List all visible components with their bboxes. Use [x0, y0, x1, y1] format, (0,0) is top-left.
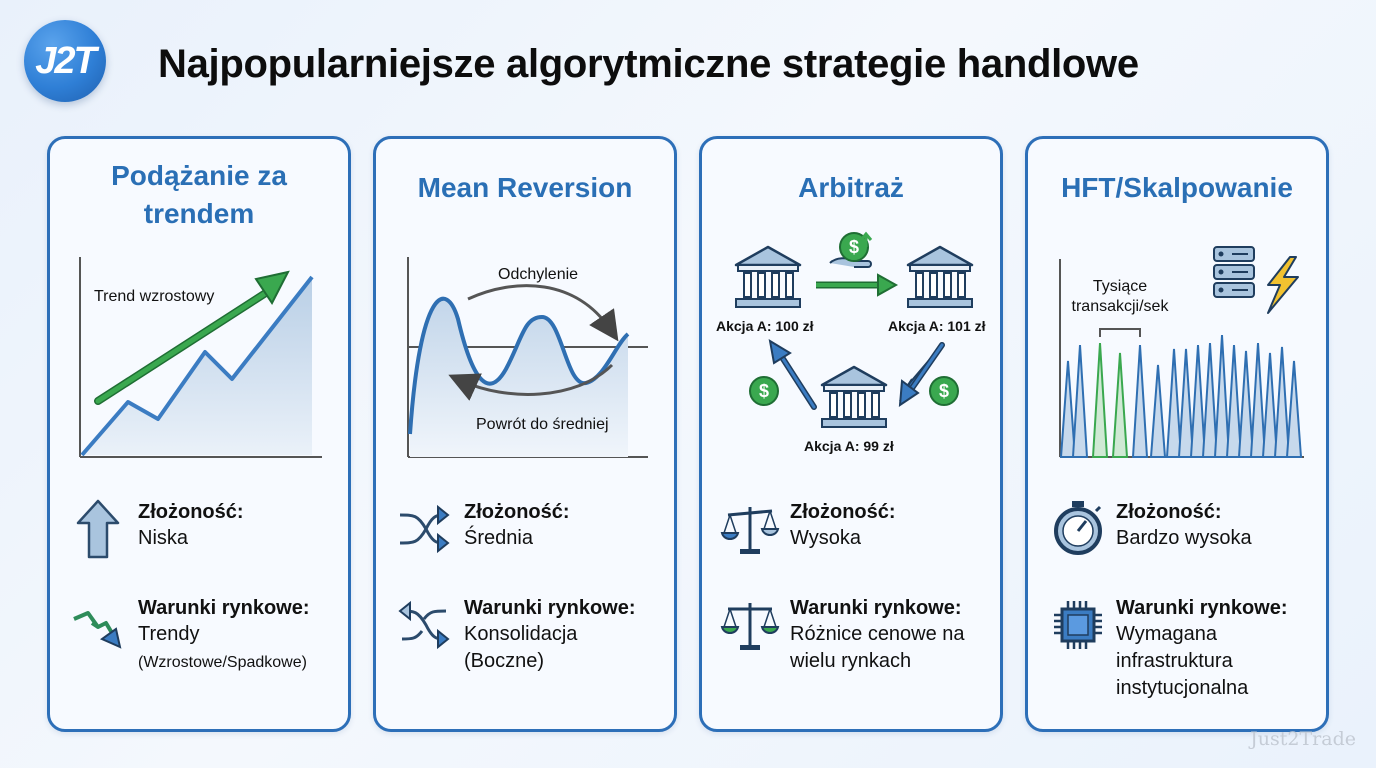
page-title: Najpopularniejsze algorytmiczne strategi… — [158, 42, 1139, 86]
complexity-row: Złożoność: Bardzo wysoka — [1028, 499, 1326, 589]
complexity-label: Złożoność: — [138, 501, 244, 523]
complexity-value: Wysoka — [790, 527, 861, 549]
complexity-row: Złożoność: Niska — [50, 499, 348, 589]
conditions-row: Warunki rynkowe: Wymagana infrastruktura… — [1028, 595, 1326, 699]
conditions-value-line2: (Wzrostowe/Spadkowe) — [138, 654, 307, 671]
complexity-label: Złożoność: — [464, 501, 570, 523]
dollar-coin-icon — [749, 376, 779, 406]
trade-spike — [1225, 344, 1243, 458]
complexity-value: Bardzo wysoka — [1116, 527, 1252, 549]
card-mean-reversion: Mean Reversion Odchylenie Powrót do śred… — [373, 136, 677, 732]
deviation-arrow — [467, 284, 619, 342]
hand-money-icon — [829, 231, 873, 268]
price-line — [80, 275, 314, 457]
trades-label-line1: Tysiące — [1093, 278, 1147, 295]
arrow-up-icon — [76, 499, 120, 559]
card-title-line1: Podążanie za — [111, 160, 287, 191]
price-left: Akcja A: 100 zł — [716, 318, 814, 334]
trade-spike — [1165, 348, 1183, 458]
conditions-label: Warunki rynkowe: — [138, 597, 310, 619]
card-arbitrage: Arbitraż $ Akcja A: 100 zł Akcja A: 101 … — [699, 136, 1003, 732]
balance-scale-icon — [720, 507, 780, 554]
trades-label-line2: transakcji/sek — [1072, 298, 1170, 315]
balance-scale-icon — [720, 603, 780, 650]
reversion-arrow — [448, 363, 614, 401]
conditions-value-line1: Konsolidacja — [464, 623, 578, 645]
conditions-value-line2: wielu rynkach — [790, 650, 912, 672]
conditions-value-line1: Trendy — [138, 623, 200, 645]
hft-chart: Tysiące transakcji/sek — [1059, 246, 1304, 458]
card-title: Arbitraż — [798, 172, 904, 203]
conditions-label: Warunki rynkowe: — [790, 597, 962, 619]
bank-icon — [906, 245, 974, 309]
price-right: Akcja A: 101 zł — [888, 318, 986, 334]
trend-arrow-shaft — [95, 284, 278, 404]
trend-chart: Trend wzrostowy — [79, 257, 322, 458]
conditions-row: Warunki rynkowe: Różnice cenowe na wielu… — [702, 595, 1000, 685]
trade-spike — [1111, 352, 1129, 458]
price-bottom: Akcja A: 99 zł — [804, 438, 894, 454]
trade-spike — [1273, 346, 1291, 458]
trade-spike — [1213, 334, 1231, 458]
trade-spike — [1189, 344, 1207, 458]
trade-spike — [1149, 364, 1167, 458]
trade-spike — [1091, 342, 1109, 458]
trade-spike — [1249, 342, 1267, 458]
trend-label: Trend wzrostowy — [94, 288, 214, 305]
card-hft-scalping: HFT/Skalpowanie Tysiące transakcji/sek Z… — [1025, 136, 1329, 732]
card-title-line2: trendem — [143, 198, 255, 229]
zigzag-down-arrow-icon — [73, 611, 122, 649]
card-title: Podążanie za trendem — [50, 157, 348, 233]
conditions-value-line2: infrastruktura — [1116, 650, 1233, 672]
dollar-coin-icon — [929, 376, 959, 406]
price-area — [410, 298, 628, 457]
trade-spike — [1177, 348, 1195, 458]
trade-spike — [1261, 352, 1279, 458]
trade-spikes — [1059, 334, 1303, 458]
trade-spike — [1071, 344, 1089, 458]
stopwatch-icon — [1054, 501, 1102, 555]
bracket — [1099, 328, 1141, 337]
card-trend-following: Podążanie za trendem Trend wzrostowy Zło… — [47, 136, 351, 732]
watermark: Just2Trade — [1250, 728, 1356, 750]
complexity-label: Złożoność: — [790, 501, 896, 523]
conditions-value-line3: instytucjonalna — [1116, 677, 1249, 699]
trade-spike — [1131, 344, 1149, 458]
bank-icon — [820, 365, 888, 429]
logo-text: J2T — [35, 39, 97, 82]
bank-icon — [734, 245, 802, 309]
conditions-value-line1: Różnice cenowe na — [790, 623, 965, 645]
shuffle-icon — [398, 600, 450, 650]
complexity-label: Złożoność: — [1116, 501, 1222, 523]
cpu-chip-icon — [1054, 601, 1102, 649]
conditions-value-line1: Wymagana — [1116, 623, 1217, 645]
deviation-label: Odchylenie — [498, 266, 578, 283]
arbitrage-diagram: $ Akcja A: 100 zł Akcja A: 101 zł Akcja … — [716, 231, 986, 454]
arrow-right-head — [877, 273, 899, 297]
conditions-row: Warunki rynkowe: Trendy (Wzrostowe/Spadk… — [50, 595, 348, 685]
trade-spike — [1285, 360, 1303, 458]
trade-spike — [1237, 350, 1255, 458]
mean-reversion-chart: Odchylenie Powrót do średniej — [407, 257, 648, 458]
card-title: Mean Reversion — [417, 172, 633, 203]
card-title: HFT/Skalpowanie — [1061, 172, 1293, 203]
trade-spike — [1201, 342, 1219, 458]
conditions-row: Warunki rynkowe: Konsolidacja (Boczne) — [376, 595, 674, 685]
complexity-row: Złożoność: Średnia — [376, 499, 674, 589]
shuffle-icon — [399, 504, 450, 554]
complexity-row: Złożoność: Wysoka — [702, 499, 1000, 589]
trend-arrow-head — [254, 270, 290, 305]
conditions-label: Warunki rynkowe: — [464, 597, 636, 619]
reversion-label: Powrót do średniej — [476, 416, 609, 433]
trade-spike — [1059, 360, 1077, 458]
complexity-value: Niska — [138, 527, 189, 549]
complexity-value: Średnia — [464, 527, 533, 549]
conditions-label: Warunki rynkowe: — [1116, 597, 1288, 619]
server-lightning-icon — [1213, 246, 1299, 314]
conditions-value-line2: (Boczne) — [464, 650, 545, 672]
logo: J2T — [24, 20, 106, 102]
